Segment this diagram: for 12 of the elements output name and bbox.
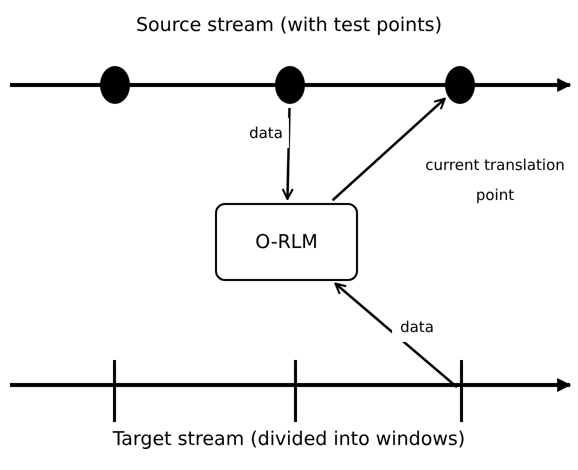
process-box: O-RLM bbox=[215, 203, 358, 281]
arrow bbox=[332, 98, 446, 202]
window-tick bbox=[113, 360, 116, 422]
test-point-dot bbox=[445, 66, 475, 104]
arrow bbox=[334, 282, 458, 388]
arrow bbox=[282, 108, 294, 200]
test-point-dot bbox=[100, 66, 130, 104]
stream-label: Source stream (with test points) bbox=[135, 14, 443, 36]
stream-label: Target stream (divided into windows) bbox=[112, 428, 466, 450]
window-tick bbox=[294, 360, 297, 422]
test-point-dot bbox=[275, 66, 305, 104]
window-tick bbox=[460, 360, 463, 422]
